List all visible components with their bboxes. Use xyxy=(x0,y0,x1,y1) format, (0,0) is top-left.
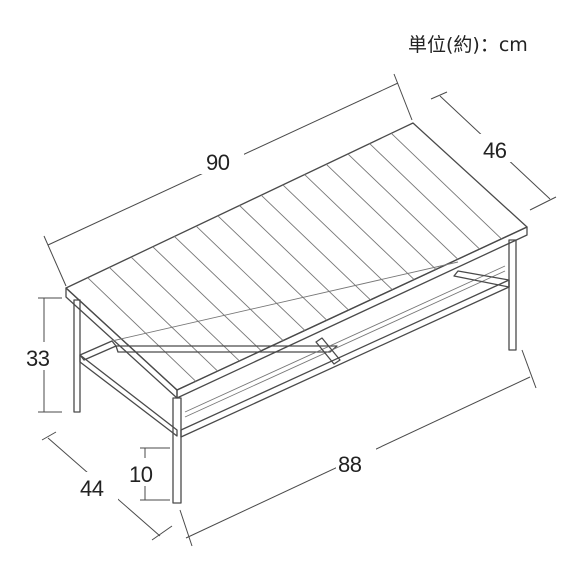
shelf-long-rail-back xyxy=(115,345,338,353)
leg-back-right xyxy=(508,239,517,351)
dim-shelf-height-label: 10 xyxy=(129,462,153,487)
dimension-width: 90 xyxy=(43,73,413,287)
dimension-shelf-depth: 44 xyxy=(41,431,173,541)
dimension-shelf-height: 10 xyxy=(127,447,170,501)
wood-grain-line xyxy=(347,153,459,260)
wood-grain-line xyxy=(390,132,502,240)
dim-width-tick-left xyxy=(43,235,67,287)
table-top xyxy=(65,122,528,399)
shelf-side-rail-left xyxy=(79,354,178,437)
unit-label: 単位(約)：cm xyxy=(408,34,528,56)
table-top-front-edge xyxy=(65,287,178,399)
dim-depth-tick-bottom xyxy=(529,196,557,211)
wood-grain-line xyxy=(87,277,197,382)
dim-shelf-depth-tick-top xyxy=(41,431,57,441)
dim-shelf-width-tick-right xyxy=(521,349,537,389)
dim-shelf-depth-tick-bottom xyxy=(151,525,173,541)
wood-grain-line xyxy=(109,267,218,372)
shelf-long-rail-back-inner xyxy=(184,265,506,413)
dimension-depth: 46 xyxy=(430,91,557,211)
wood-grain-line xyxy=(152,246,262,352)
wood-grain-line xyxy=(130,256,240,362)
shelf-side-rail-right xyxy=(453,270,510,288)
wood-grain-line xyxy=(304,174,415,280)
dim-height-label: 33 xyxy=(26,346,50,371)
table-top-side-edge xyxy=(176,226,528,399)
wood-grain-line xyxy=(260,194,371,301)
wood-grain-line xyxy=(369,143,480,250)
dim-width-tick-right xyxy=(393,73,413,121)
shelf-long-rail-front xyxy=(180,279,510,438)
dimension-height: 33 xyxy=(24,297,64,413)
dim-depth-tick-top xyxy=(430,91,448,100)
dim-shelf-width-label: 88 xyxy=(338,452,362,477)
dim-width-label: 90 xyxy=(206,150,230,175)
wood-grain-line xyxy=(195,225,306,331)
wood-grain-line xyxy=(217,215,328,321)
dim-shelf-depth-label: 44 xyxy=(80,476,104,501)
table-top-surface xyxy=(65,122,528,391)
shelf-back-edge xyxy=(111,261,459,342)
shelf-center-brace xyxy=(315,337,341,365)
shelf-front-rail xyxy=(79,340,117,361)
dim-depth-label: 46 xyxy=(483,138,507,163)
dimension-shelf-width: 88 xyxy=(179,349,537,547)
shelf-long-rail-back-inner-2 xyxy=(184,270,506,418)
wood-grain-line xyxy=(282,184,393,291)
wood-grain-line xyxy=(325,163,437,270)
lower-shelf xyxy=(79,261,510,438)
dim-shelf-width-tick-left xyxy=(179,509,193,547)
wood-grain-lines xyxy=(87,132,502,382)
wood-grain-line xyxy=(239,205,349,311)
leg-front-left xyxy=(73,299,81,413)
leg-front-right xyxy=(172,397,182,504)
wood-grain-line xyxy=(174,236,284,341)
